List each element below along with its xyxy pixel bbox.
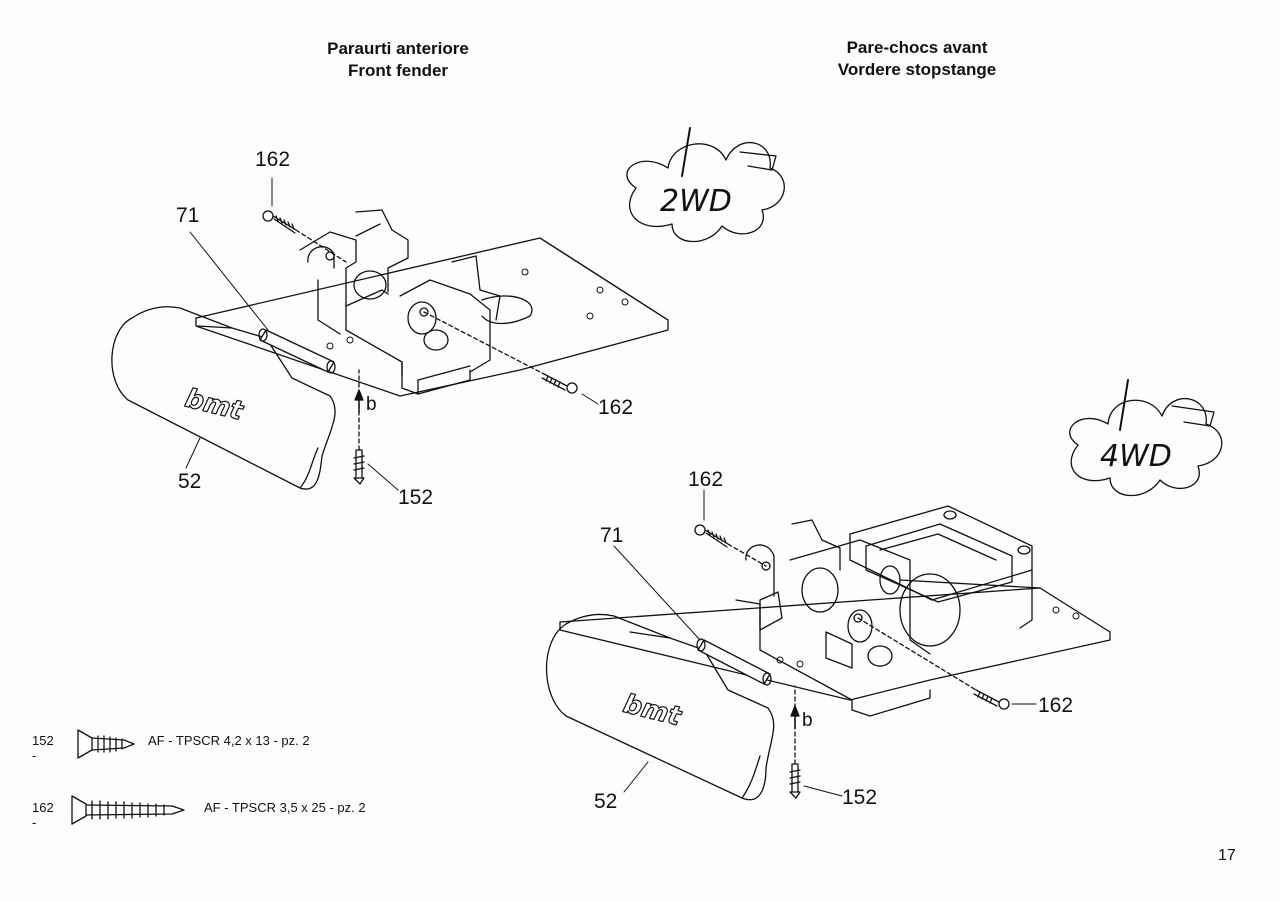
title-right: Pare-chocs avant Vordere stopstange [747,37,1087,81]
callout-52-2wd: 52 [178,470,201,493]
page-number: 17 [1218,847,1236,864]
assembly-4wd: bmt bmt [546,468,1111,813]
callout-162-right-4wd: 162 [1038,694,1073,717]
legend-screw-162-icon [71,795,185,825]
gearbox-2wd [299,209,533,395]
svg-text:bmt: bmt [182,384,247,428]
title-right-french: Pare-chocs avant [846,38,988,57]
callout-162-top-4wd: 162 [688,468,723,491]
callout-b-4wd: b [802,710,813,731]
title-left-english: Front fender [347,61,449,80]
chassis-plate-2wd [195,237,669,397]
rod-71-2wd [258,328,336,374]
title-left: Paraurti anteriore Front fender [228,38,568,82]
legend-description: AF - TPSCR 3,5 x 25 - pz. 2 [204,800,366,815]
gearbox-4wd [735,505,1033,717]
title-left-italian: Paraurti anteriore [327,39,469,58]
screw-152-2wd [353,449,365,485]
screw-162-right-4wd [973,689,1010,710]
legend-number: 152 - [32,733,54,763]
callout-71-2wd: 71 [176,204,199,227]
badge-2wd-text: 2WD [660,184,732,219]
badge-4wd: 4WD [1069,379,1223,497]
assembly-2wd: bmt bmt [111,148,669,509]
fender-52-4wd: bmt bmt [546,613,775,801]
legend-screw-152-icon [77,729,135,759]
badge-4wd-text: 4WD [1100,439,1172,474]
legend-number: 162 - [32,800,54,830]
callout-52-4wd: 52 [594,790,617,813]
badge-2wd: 2WD [626,127,785,243]
callout-162-top-2wd: 162 [255,148,290,171]
chassis-plate-4wd [559,587,1111,701]
screw-152-4wd [789,763,801,799]
svg-text:bmt: bmt [620,689,685,733]
title-right-german: Vordere stopstange [837,60,997,79]
fender-52-2wd: bmt bmt [111,306,336,490]
callout-b-2wd: b [366,394,377,415]
screw-162-top-4wd [694,524,729,548]
screw-162-right-2wd [541,373,578,394]
callout-152-4wd: 152 [842,786,877,809]
callout-152-2wd: 152 [398,486,433,509]
callout-71-4wd: 71 [600,524,623,547]
callout-162-right-2wd: 162 [598,396,633,419]
rod-71-4wd [696,638,772,686]
screw-162-top-2wd [262,210,297,234]
legend-description: AF - TPSCR 4,2 x 13 - pz. 2 [148,733,310,748]
